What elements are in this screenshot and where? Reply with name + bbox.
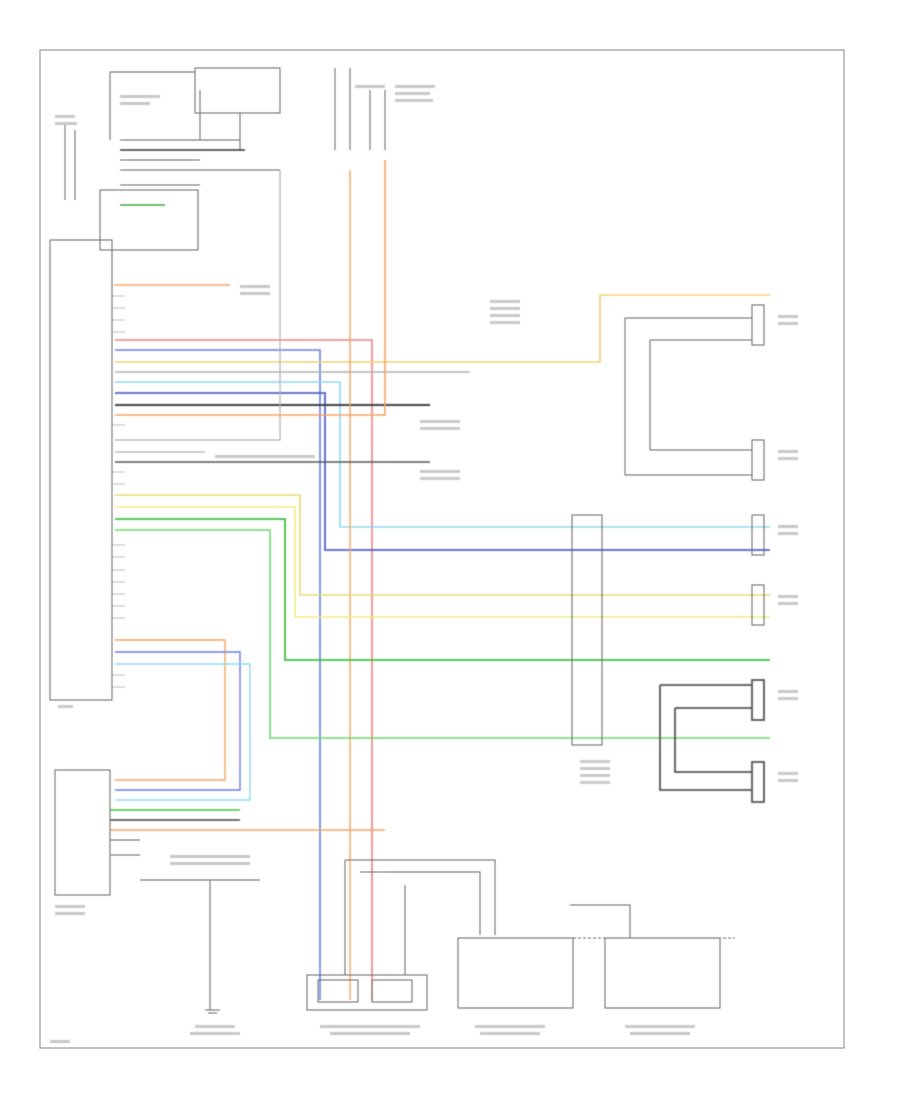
wire-yellow-1 <box>115 294 770 363</box>
speaker-rr-door <box>659 679 765 803</box>
wire-yellow-3 <box>115 506 770 618</box>
wire-blue-2 <box>115 392 770 551</box>
wire-amp-lightblue <box>115 663 251 801</box>
wire-amp-blue <box>115 651 241 791</box>
diagram-frame <box>39 49 845 1049</box>
speaker-rf-door <box>751 514 765 626</box>
steering-wheel-controls <box>64 125 280 251</box>
wire-pink <box>115 339 373 1000</box>
speaker-lf-door <box>624 304 765 481</box>
amplifier-box <box>54 769 260 1010</box>
ground-symbol <box>205 1009 220 1014</box>
wire-blue-1 <box>115 349 321 1000</box>
connector-pins <box>112 284 125 688</box>
right-rear-speaker-module <box>457 904 735 1009</box>
instrument-panel-module <box>306 859 496 1011</box>
illegible-label-marks <box>50 85 798 1043</box>
wiring-layer <box>49 67 798 1043</box>
fuse-block <box>334 68 386 150</box>
left-rear-speaker-module <box>604 937 721 1009</box>
wire-yellow-2 <box>115 494 770 596</box>
wire-lightblue-1 <box>115 381 770 528</box>
right-connector-block <box>571 514 603 746</box>
wire-gray-2 <box>115 170 281 441</box>
wire-amp-orange <box>115 639 226 781</box>
wire-orange-2 <box>115 160 386 416</box>
wire-green-1 <box>115 518 770 661</box>
wire-green-2 <box>115 529 770 739</box>
ignition-switch <box>109 67 281 161</box>
radio-connector <box>49 239 113 701</box>
